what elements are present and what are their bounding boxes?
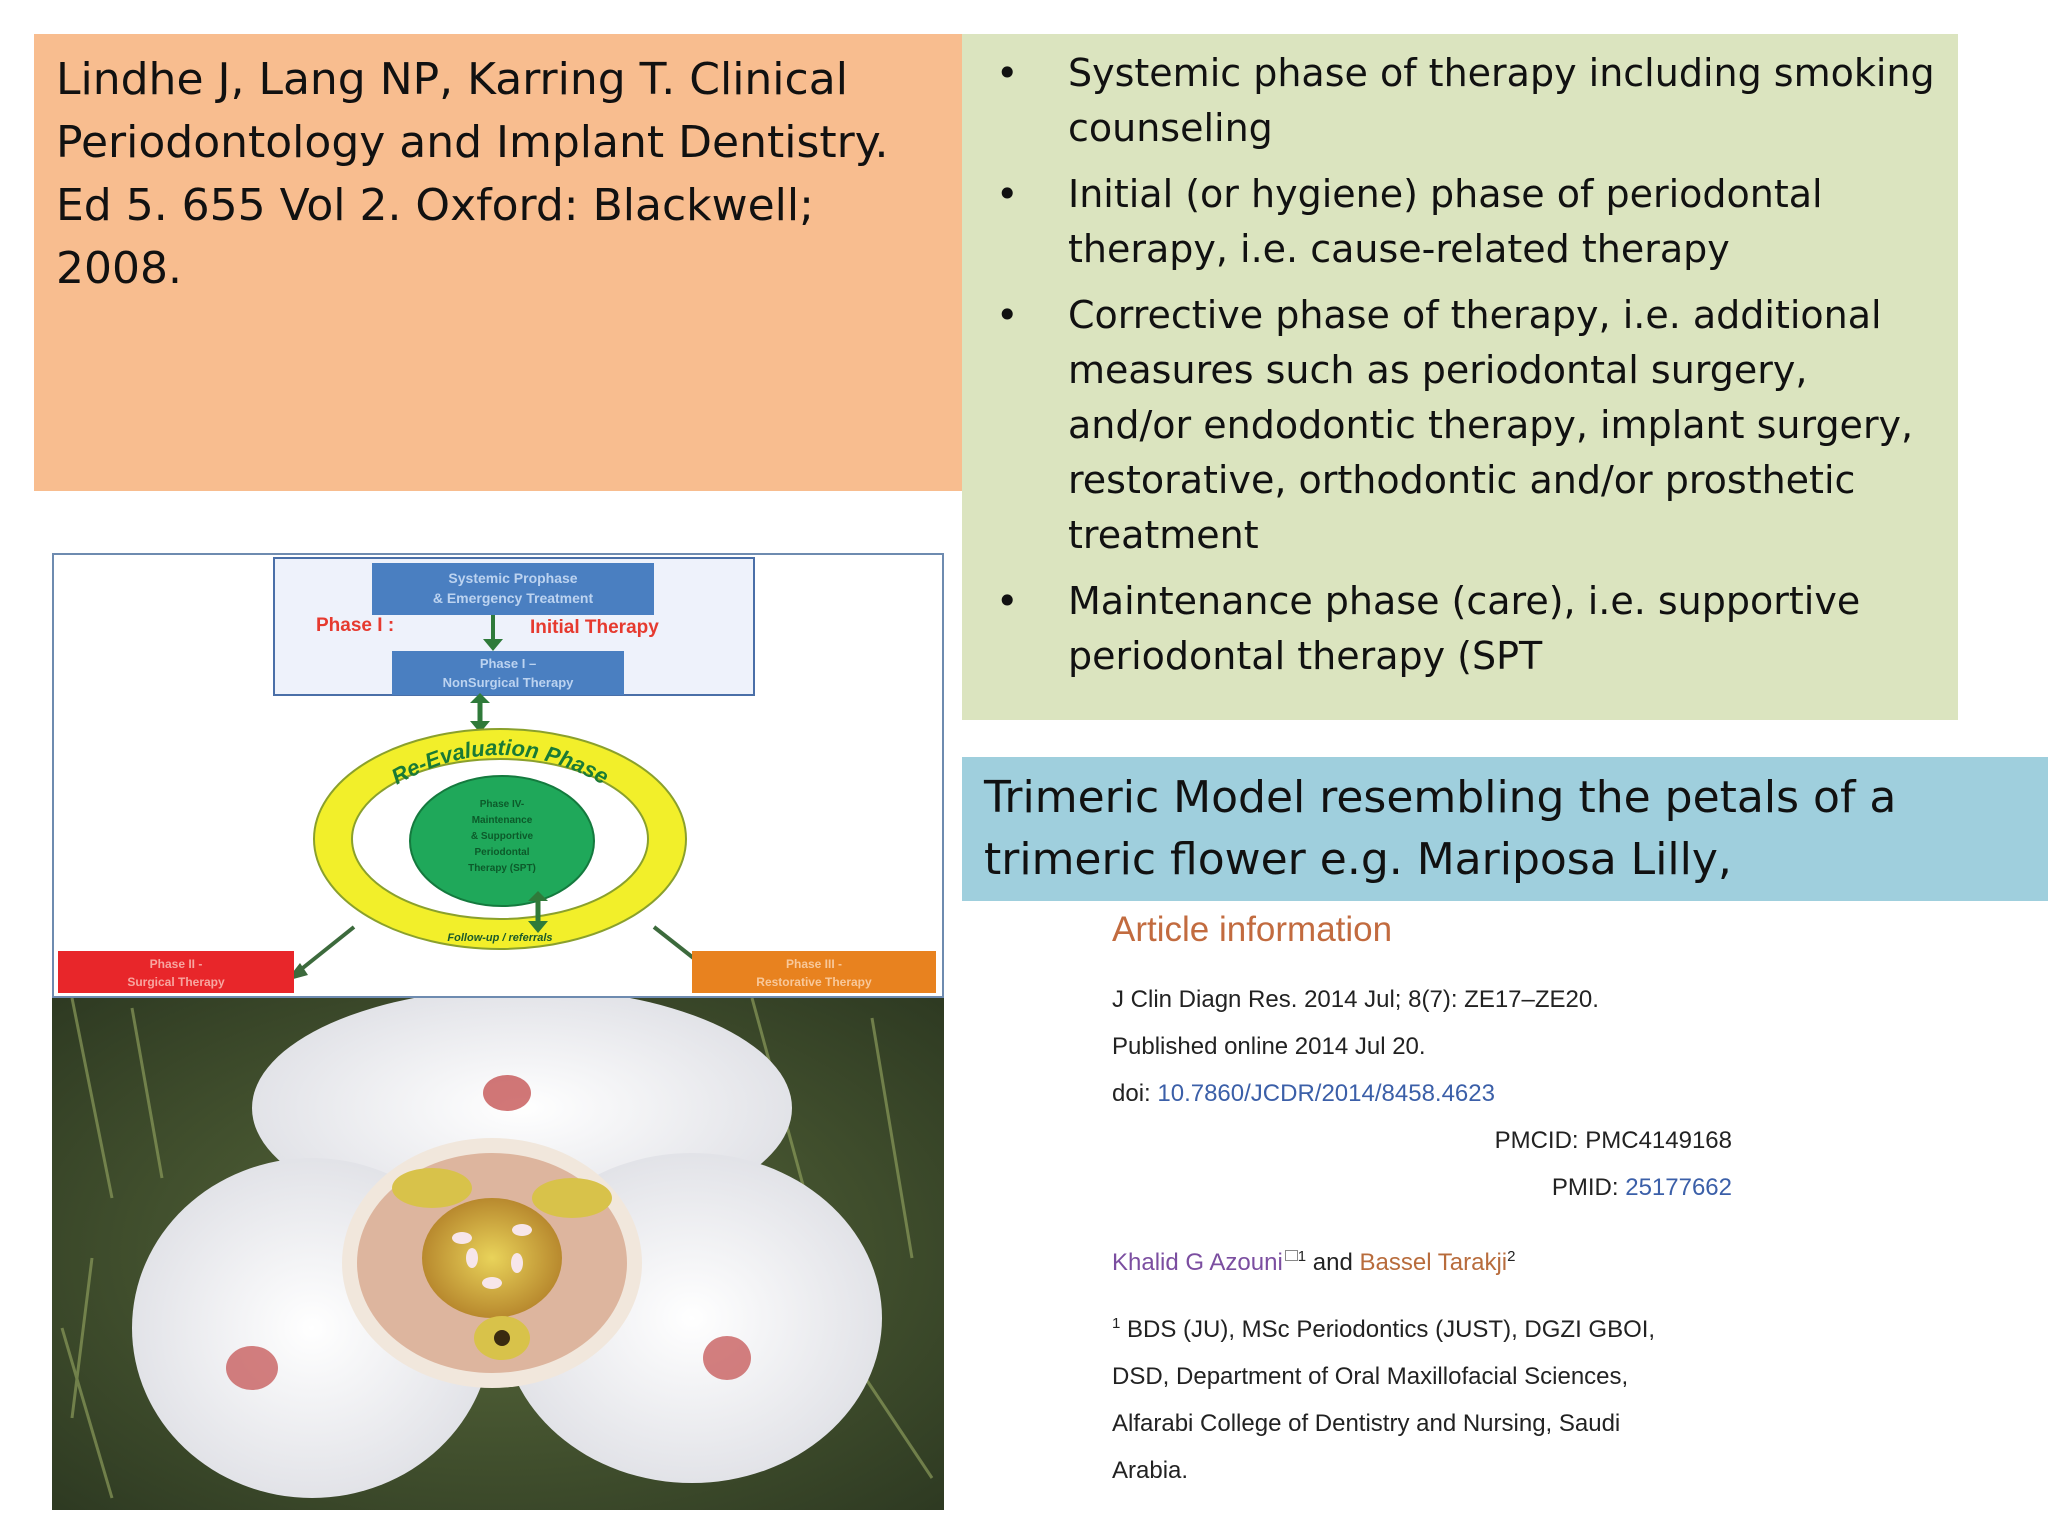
- phase-item-text: Systemic phase of therapy including smok…: [1068, 51, 1935, 150]
- systemic-prophase-box: [372, 563, 654, 615]
- phase-item-text: Corrective phase of therapy, i.e. additi…: [1068, 293, 1914, 557]
- nonsurgical-box-line-1: Phase I –: [480, 656, 536, 671]
- author2-superscript: 2: [1507, 1248, 1516, 1265]
- maintenance-line-4: Periodontal: [474, 847, 529, 858]
- doi-link[interactable]: 10.7860/JCDR/2014/8458.4623: [1157, 1080, 1495, 1107]
- therapy-phases-box: • Systemic phase of therapy including smo…: [962, 34, 1958, 720]
- phase-item-maintenance: • Maintenance phase (care), i.e. supporti…: [982, 574, 1938, 684]
- nonsurgical-therapy-box: [392, 651, 624, 695]
- doi-line: doi: 10.7860/JCDR/2014/8458.4623: [1112, 1070, 1732, 1117]
- pmcid-line: PMCID: PMC4149168: [1494, 1127, 1732, 1154]
- phase-three-restorative-box: [692, 951, 936, 993]
- affiliation-number: 1: [1112, 1315, 1121, 1332]
- article-information: Article information J Clin Diagn Res. 20…: [1112, 900, 1732, 1494]
- affiliation-line: Alfarabi College of Dentistry and Nursin…: [1112, 1410, 1621, 1437]
- pmid-line: PMID: 25177662: [1112, 1164, 1732, 1211]
- phase-item-text: Initial (or hygiene) phase of periodonta…: [1068, 172, 1823, 271]
- affiliation-line: DSD, Department of Oral Maxillofacial Sc…: [1112, 1363, 1629, 1390]
- maintenance-line-1: Phase IV-: [480, 799, 524, 810]
- author-link-tarakji[interactable]: Bassel Tarakji: [1359, 1249, 1508, 1276]
- therapy-phases-list: • Systemic phase of therapy including smo…: [982, 46, 1938, 684]
- bullet-icon: •: [996, 172, 1019, 216]
- systemic-box-line-1: Systemic Prophase: [448, 570, 577, 586]
- article-heading: Article information: [1112, 910, 1393, 949]
- reference-box: Lindhe J, Lang NP, Karring T. Clinical P…: [34, 34, 962, 491]
- phase-one-label: Phase I :: [316, 615, 394, 636]
- phase-two-line-2: Surgical Therapy: [127, 975, 225, 989]
- mail-icon[interactable]: [1284, 1250, 1298, 1261]
- phase-item-text: Maintenance phase (care), i.e. supportiv…: [1068, 579, 1861, 678]
- published-date: Published online 2014 Jul 20.: [1112, 1033, 1426, 1060]
- maintenance-line-2: Maintenance: [472, 815, 533, 826]
- author-link-azouni[interactable]: Khalid G Azouni: [1112, 1249, 1283, 1276]
- trimeric-model-box: Trimeric Model resembling the petals of …: [962, 757, 2048, 901]
- affiliation-line: Arabia.: [1112, 1457, 1189, 1484]
- phase-two-surgical-box: [58, 951, 294, 993]
- journal-citation: J Clin Diagn Res. 2014 Jul; 8(7): ZE17–Z…: [1112, 986, 1599, 1013]
- maintenance-line-5: Therapy (SPT): [468, 863, 536, 874]
- authors-and: and: [1312, 1249, 1353, 1276]
- phase-three-line-1: Phase III -: [786, 957, 842, 971]
- pmid-label: PMID:: [1551, 1174, 1619, 1201]
- reference-citation: Lindhe J, Lang NP, Karring T. Clinical P…: [56, 54, 889, 294]
- maintenance-line-3: & Supportive: [471, 831, 534, 842]
- bullet-icon: •: [996, 579, 1019, 623]
- phase-item-initial: • Initial (or hygiene) phase of periodont…: [982, 167, 1938, 277]
- phase-three-line-2: Restorative Therapy: [756, 975, 872, 989]
- initial-therapy-label: Initial Therapy: [530, 617, 659, 638]
- follow-up-label: Follow-up / referrals: [447, 932, 552, 944]
- maintenance-circle: [409, 775, 595, 907]
- bullet-icon: •: [996, 293, 1019, 337]
- phase-item-corrective: • Corrective phase of therapy, i.e. addit…: [982, 288, 1938, 563]
- bullet-icon: •: [996, 51, 1019, 95]
- affiliation-line: 1 BDS (JU), MSc Periodontics (JUST), DGZ…: [1112, 1315, 1656, 1343]
- doi-label: doi:: [1112, 1080, 1151, 1107]
- mariposa-lily-photo: [52, 998, 944, 1510]
- nonsurgical-box-line-2: NonSurgical Therapy: [443, 675, 575, 690]
- authors-line: Khalid G Azouni 1 and Bassel Tarakji2: [1112, 1233, 1732, 1286]
- author1-superscript: 1: [1297, 1248, 1307, 1265]
- pmid-link[interactable]: 25177662: [1625, 1174, 1732, 1201]
- affiliation: 1 BDS (JU), MSc Periodontics (JUST), DGZ…: [1112, 1300, 1732, 1494]
- phase-two-line-1: Phase II -: [150, 957, 203, 971]
- phase-item-systemic: • Systemic phase of therapy including smo…: [982, 46, 1938, 156]
- treatment-phases-diagram: Systemic Prophase & Emergency Treatment …: [52, 553, 944, 998]
- systemic-box-line-2: & Emergency Treatment: [433, 590, 594, 606]
- trimeric-model-caption: Trimeric Model resembling the petals of …: [984, 772, 1897, 885]
